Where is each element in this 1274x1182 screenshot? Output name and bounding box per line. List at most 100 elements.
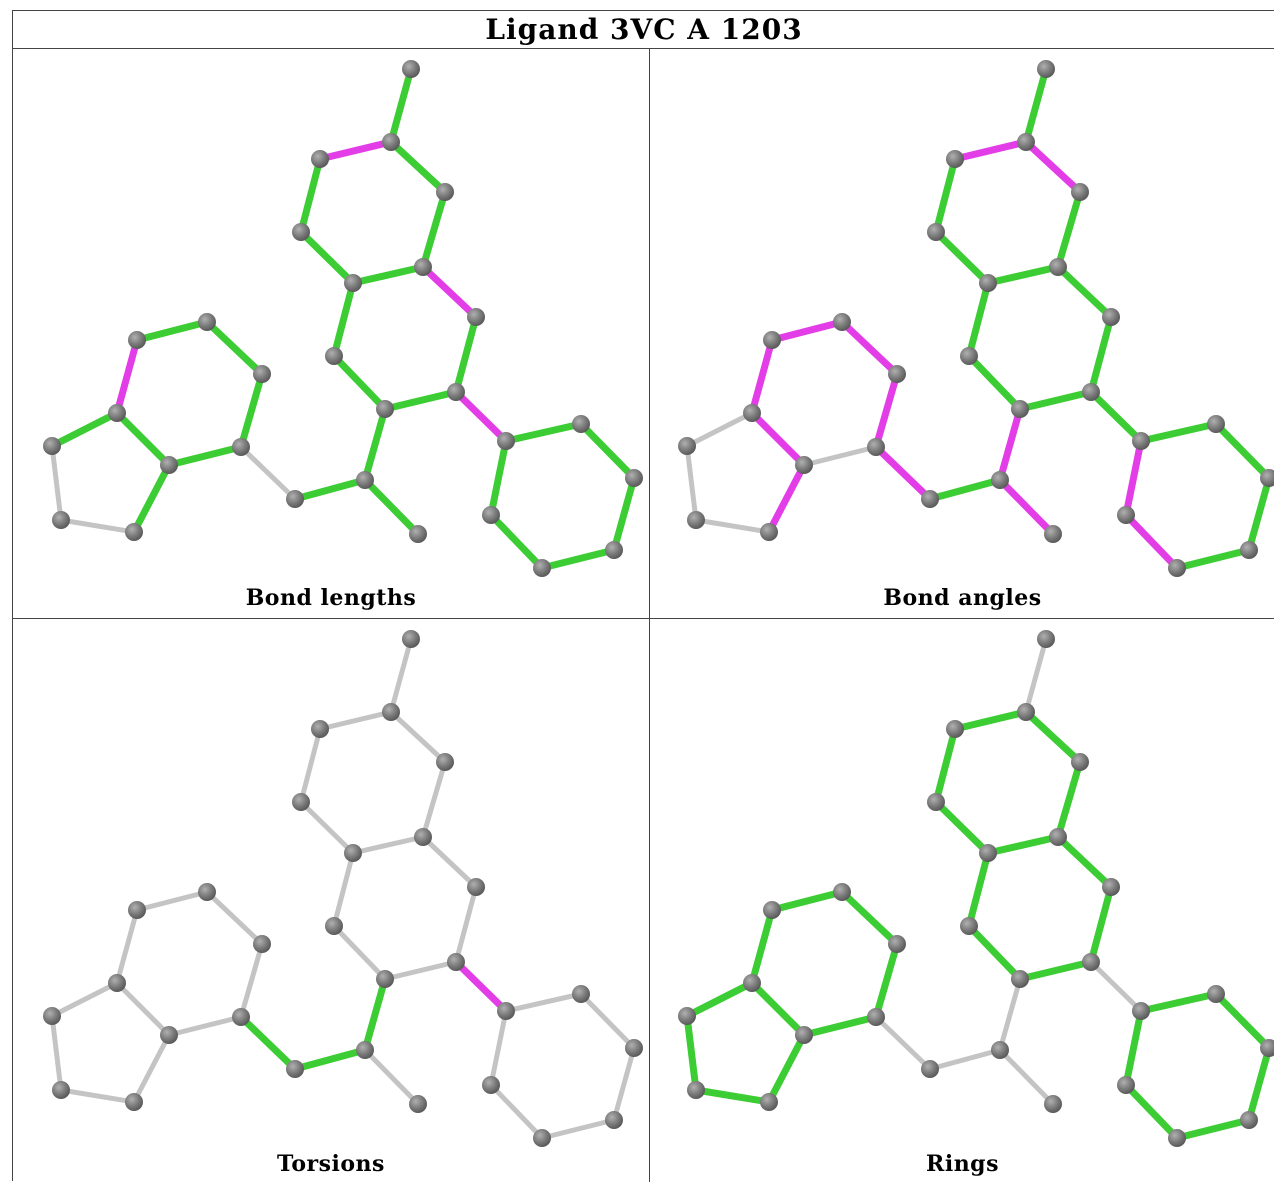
atom [344,844,362,862]
bond-green [297,228,357,287]
bond-green [1054,188,1084,271]
atom [1260,469,1274,487]
atom [409,525,427,543]
atom [760,1093,778,1111]
atom [52,511,70,529]
bond-grey [453,884,479,965]
atom [1044,1095,1062,1113]
atom [382,703,400,721]
bond-magenta [872,370,901,451]
bond-green [965,849,992,930]
bond-grey [362,1047,421,1107]
bond-green [1173,546,1253,572]
bond-grey [927,1047,1003,1072]
bond-grey [58,517,137,535]
atom [1071,183,1089,201]
bond-green [297,155,324,236]
atom [253,365,271,383]
atom [356,1041,374,1059]
atom [253,935,271,953]
atom [1017,133,1035,151]
bond-green [1122,1081,1181,1142]
bond-grey [1088,959,1144,1014]
bond-green [361,975,389,1054]
atom [979,844,997,862]
bond-green [203,318,266,378]
bond-green [1173,1116,1253,1142]
bond-green [130,461,173,536]
bond-green [683,1012,700,1094]
bond-green [872,940,901,1021]
atom [160,456,178,474]
atom [128,331,146,349]
atom [1037,630,1055,648]
bond-green [577,420,638,482]
panel-bond-lengths: Bond lengths [13,49,650,619]
atom [414,258,432,276]
atom [1240,541,1258,559]
bond-grey [298,726,323,805]
bond-green [748,979,808,1039]
bond-green [387,65,415,146]
atom [376,970,394,988]
atom [436,753,454,771]
atom [763,331,781,349]
atom [286,490,304,508]
panel-caption: Bond lengths [245,585,417,611]
bond-grey [58,1087,137,1105]
atom [1049,258,1067,276]
bond-green [1054,833,1115,891]
bond-grey [388,709,448,765]
bond-green [330,352,389,413]
bond-green [951,708,1030,733]
bond-green [237,370,266,451]
bond-green [965,279,992,360]
atom [198,883,216,901]
molecule-diagram [678,60,1274,577]
bond-grey [114,980,172,1038]
bond-grey [488,1082,545,1141]
molecule-diagram [43,60,643,577]
bond-green [1122,1007,1145,1089]
bond-green [965,352,1024,413]
atom [376,400,394,418]
bond-magenta [1022,138,1084,196]
atom [687,511,705,529]
atom [43,437,61,455]
atom [1207,985,1225,1003]
bond-grey [166,1014,244,1038]
atom [402,60,420,78]
atom [292,793,310,811]
atom [572,985,590,1003]
atom [743,974,761,992]
panel-torsions: Torsions [13,619,650,1182]
bond-grey [331,923,388,982]
bond-green [984,263,1062,287]
atom [960,917,978,935]
bond-green [349,263,427,287]
bond-green [452,313,480,396]
atom [232,1008,250,1026]
atom [311,150,329,168]
bond-grey [997,976,1023,1053]
bond-magenta [768,318,846,344]
atom [1044,525,1062,543]
panel-caption: Rings [926,1151,999,1177]
bond-grey [382,959,459,982]
atom [1049,828,1067,846]
atom [1168,559,1186,577]
bond-green [683,979,756,1020]
bond-magenta [996,476,1057,538]
atom [292,223,310,241]
bond-grey [317,709,394,732]
bond-grey [578,991,637,1051]
atom [833,313,851,331]
atom [1117,506,1135,524]
bond-grey [49,980,120,1019]
atom [447,953,465,971]
bond-green [1087,313,1115,396]
atom [52,1081,70,1099]
atom [533,1129,551,1147]
bond-green [1087,388,1145,445]
bond-green [1016,388,1095,413]
